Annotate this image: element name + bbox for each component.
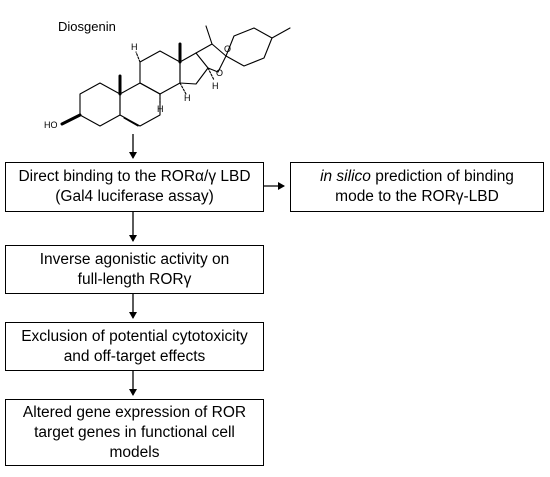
hydrogen-label-3: H: [184, 93, 191, 103]
ring-a: [79, 82, 121, 127]
box-in-silico-line2: mode to the RORγ-LBD: [335, 188, 499, 205]
ring-d: [179, 52, 209, 85]
box-direct-binding-line2: (Gal4 luciferase assay): [55, 188, 214, 205]
box-direct-binding: Direct binding to the RORα/γ LBD (Gal4 l…: [5, 162, 264, 212]
box-gene-expression: Altered gene expression of ROR target ge…: [5, 399, 264, 466]
box-exclusion: Exclusion of potential cytotoxicity and …: [5, 322, 264, 371]
oxygen-label-furan: O: [216, 68, 223, 78]
box-gene-expression-line2: target genes in functional cell: [34, 423, 235, 441]
box-exclusion-line1: Exclusion of potential cytotoxicity: [21, 327, 248, 345]
methyl-c20: [205, 25, 213, 45]
box-gene-expression-line1: Altered gene expression of ROR: [22, 403, 247, 421]
hydroxyl-label: HO: [44, 120, 58, 130]
hydrogen-label-2: H: [157, 104, 164, 114]
hydrogen-label-4: H: [212, 81, 219, 91]
box-inverse-agonistic-line2: full-length RORγ: [77, 270, 192, 288]
hydroxyl-bond: [60, 113, 82, 126]
box-in-silico: in silico prediction of binding mode to …: [290, 162, 544, 212]
box-inverse-agonistic: Inverse agonistic activity on full-lengt…: [5, 245, 264, 294]
ring-f: [225, 27, 273, 67]
double-bond: [123, 117, 139, 127]
box-in-silico-line1-rest: prediction of binding: [370, 168, 514, 185]
box-in-silico-italic: in silico: [320, 168, 371, 185]
box-inverse-agonistic-line1: Inverse agonistic activity on: [39, 250, 230, 268]
box-exclusion-line2: and off-target effects: [63, 347, 206, 365]
box-gene-expression-line3: models: [109, 443, 160, 461]
molecule-name: Diosgenin: [58, 19, 116, 34]
methyl-c25: [271, 27, 291, 39]
oxygen-label-pyran: O: [224, 44, 231, 54]
box-direct-binding-line1: Direct binding to the RORα/γ LBD: [18, 168, 251, 185]
hydrogen-label-1: H: [131, 42, 138, 52]
ring-c: [139, 50, 181, 95]
